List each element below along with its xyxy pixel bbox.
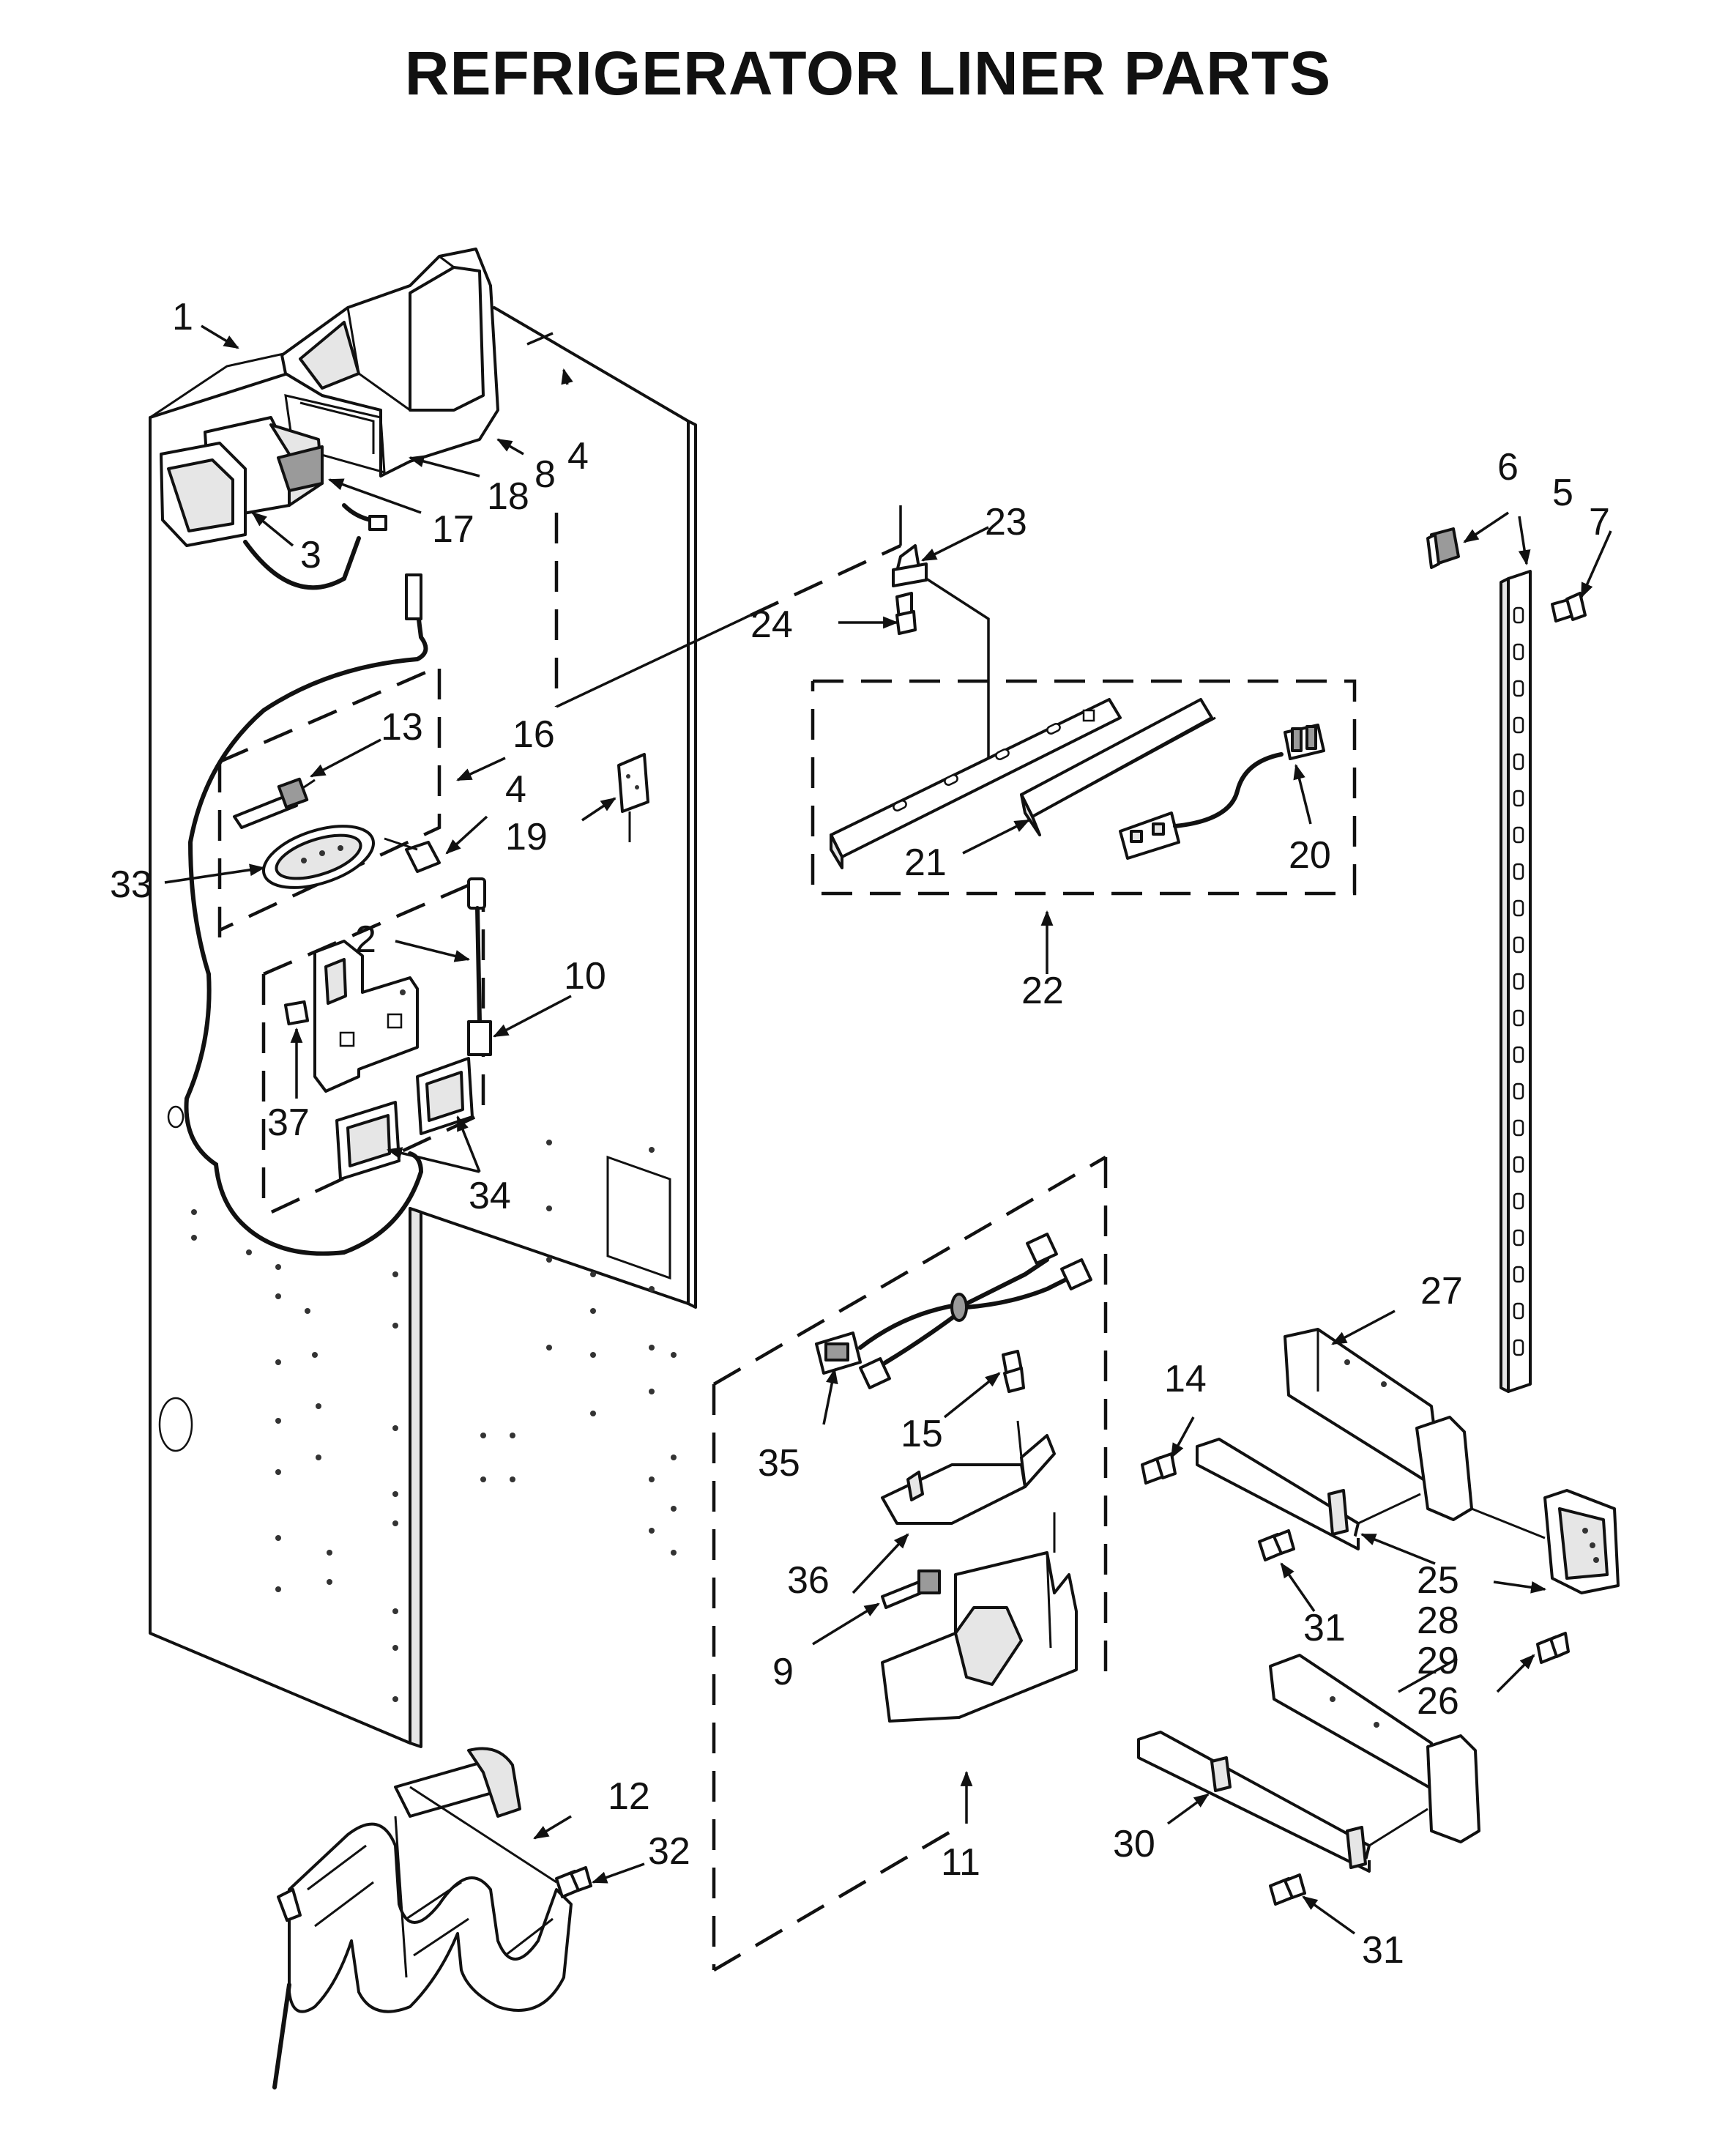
callout-4b: 4 (505, 768, 526, 811)
screw-24 (895, 592, 917, 635)
callout-32: 32 (648, 1830, 690, 1873)
callout-13: 13 (381, 706, 423, 748)
shelf-standard (1500, 570, 1532, 1393)
screw-4a (384, 837, 441, 873)
gasket-pads (335, 1057, 474, 1181)
standard-slots (1513, 606, 1524, 1356)
door-switch (617, 753, 649, 842)
control-lens (261, 825, 376, 889)
screw-7 (1551, 592, 1587, 623)
air-duct-housing (280, 248, 499, 478)
callout-20: 20 (1289, 834, 1331, 877)
drawer-housing (881, 1512, 1078, 1723)
screw-31-lower (1269, 1873, 1306, 1906)
callout-26: 26 (1417, 1680, 1459, 1723)
callout-4a: 4 (567, 435, 589, 478)
shelf-bracket-lower (1269, 1654, 1480, 1843)
page-title: REFRIGERATOR LINER PARTS (404, 39, 1332, 108)
callout-18: 18 (487, 475, 529, 518)
evaporator-coil (272, 1747, 573, 2089)
module-bracket (313, 940, 419, 1093)
callout-12: 12 (608, 1775, 650, 1818)
callout-33: 33 (110, 863, 152, 906)
callout-7: 7 (1589, 501, 1610, 543)
callout-30: 30 (1113, 1823, 1155, 1865)
callout-23: 23 (985, 501, 1027, 543)
bracket-36 (881, 1420, 1056, 1525)
screw-15 (1002, 1350, 1025, 1393)
callout-25: 25 (1417, 1559, 1459, 1602)
screw-26 (1536, 1632, 1570, 1664)
trim-cap-25 (1543, 1489, 1620, 1594)
screw-14 (1141, 1452, 1177, 1485)
shelf-rail-28 (1196, 1438, 1360, 1550)
vent-duct (160, 442, 247, 547)
callout-5: 5 (1552, 472, 1573, 514)
thermistor (233, 777, 316, 829)
liner-holes (191, 1140, 677, 1702)
screw-32 (555, 1866, 592, 1898)
wire-harness-35 (815, 1233, 1092, 1389)
callout-16: 16 (513, 713, 555, 756)
callout-29: 29 (1417, 1640, 1459, 1682)
callout-17: 17 (432, 508, 474, 551)
callout-31b: 31 (1362, 1929, 1404, 1972)
callout-11: 11 (941, 1841, 980, 1884)
thermistor-9 (881, 1569, 941, 1609)
liner-cabinet (149, 306, 697, 1748)
callout-28: 28 (1417, 1600, 1459, 1642)
callout-34: 34 (469, 1175, 511, 1217)
callout-19: 19 (505, 816, 548, 858)
callout-15: 15 (901, 1413, 943, 1455)
shelf-rail-30 (1137, 1731, 1371, 1873)
standard-cap (1426, 527, 1460, 569)
wire-clip (892, 544, 928, 587)
callout-numbers: 1 4 8 18 17 3 13 16 4 19 33 2 10 37 34 2… (110, 296, 1610, 1972)
callout-37: 37 (267, 1101, 310, 1144)
callout-24: 24 (750, 603, 793, 646)
callout-3: 3 (300, 534, 321, 576)
callout-21: 21 (904, 842, 947, 884)
callout-36: 36 (787, 1559, 830, 1602)
wire-harness-10 (467, 877, 492, 1056)
leader-lines (164, 324, 1612, 1935)
shelf-bracket-upper (1284, 1328, 1473, 1521)
callout-10: 10 (564, 955, 606, 998)
rail-cover-21 (1020, 698, 1216, 836)
callout-35: 35 (758, 1442, 800, 1485)
mounting-rail-21 (830, 698, 1122, 869)
callout-2: 2 (355, 918, 376, 961)
callout-9: 9 (772, 1651, 794, 1693)
callout-22: 22 (1021, 970, 1064, 1012)
callout-31a: 31 (1303, 1607, 1346, 1649)
callout-14: 14 (1164, 1358, 1207, 1400)
screw-31-upper (1258, 1529, 1295, 1561)
bracket-clip (283, 1000, 310, 1026)
callout-6: 6 (1497, 446, 1519, 488)
callout-27: 27 (1420, 1270, 1463, 1312)
harness-20 (1119, 724, 1325, 860)
callout-1: 1 (172, 296, 193, 338)
callout-8: 8 (534, 453, 556, 496)
